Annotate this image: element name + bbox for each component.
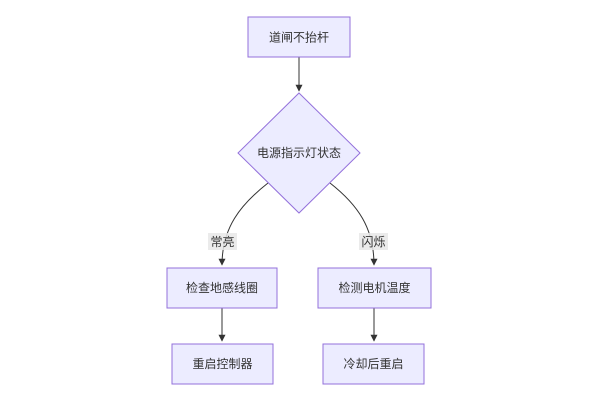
edge-label-left: 常亮 xyxy=(208,233,237,250)
node-decision: 电源指示灯状态 xyxy=(237,92,361,214)
node-start: 道闸不抬杆 xyxy=(247,16,351,58)
edge-decision-to-right xyxy=(329,182,378,266)
node-start-label: 道闸不抬杆 xyxy=(269,31,329,45)
node-decision-label: 电源指示灯状态 xyxy=(257,145,341,160)
node-right-step2: 冷却后重启 xyxy=(322,343,425,385)
node-left-step2: 重启控制器 xyxy=(171,343,274,385)
edges xyxy=(218,57,378,342)
node-left-step1-label: 检查地感线圈 xyxy=(186,280,258,295)
node-right-step1-label: 检测电机温度 xyxy=(338,280,410,295)
node-right-step2-label: 冷却后重启 xyxy=(343,357,403,371)
edge-decision-to-left xyxy=(218,182,269,266)
node-left-step1: 检查地感线圈 xyxy=(166,267,278,309)
edge-label-right: 闪烁 xyxy=(359,233,388,250)
edge-label-right-text: 闪烁 xyxy=(361,235,385,249)
edge-label-left-text: 常亮 xyxy=(210,234,234,249)
node-right-step1: 检测电机温度 xyxy=(317,267,432,309)
node-left-step2-label: 重启控制器 xyxy=(192,357,252,371)
